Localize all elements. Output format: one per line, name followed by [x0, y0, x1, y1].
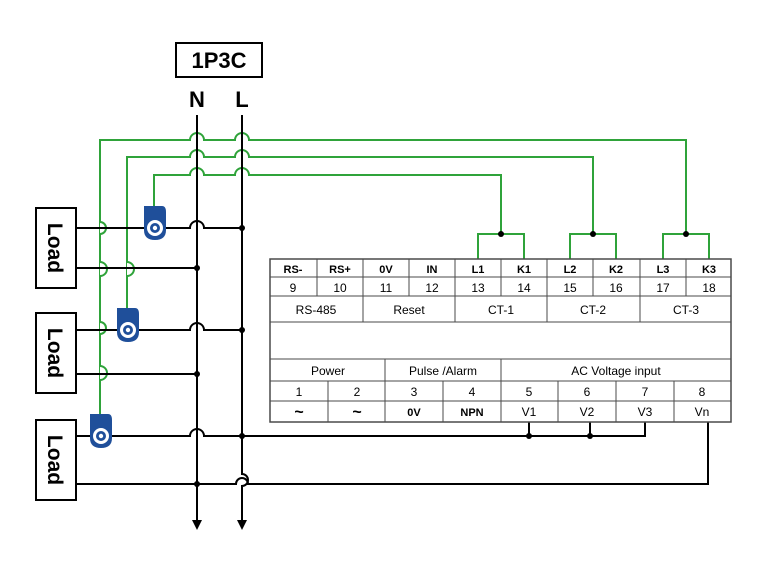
terminal-number: 5	[526, 385, 533, 399]
load-label-3: Load	[43, 435, 66, 485]
group-label: AC Voltage input	[571, 364, 661, 378]
terminal-name: RS-	[284, 264, 303, 276]
terminal-block: RS- RS+ 0V IN L1 K1 L2 K2 L3 K3 9 10 11 …	[269, 258, 732, 423]
load-wires	[77, 220, 709, 485]
load-label-2: Load	[43, 328, 66, 378]
terminal-number: 9	[290, 281, 297, 295]
terminal-name: ~	[294, 404, 303, 421]
neutral-label: N	[189, 87, 205, 112]
terminal-number: 2	[354, 385, 361, 399]
ct-sensor-icon	[90, 414, 112, 448]
group-label: Reset	[393, 303, 425, 317]
terminal-number: 8	[699, 385, 706, 399]
terminal-name: V1	[522, 405, 537, 419]
terminal-number: 3	[411, 385, 418, 399]
terminal-name: V2	[580, 405, 595, 419]
terminal-number: 11	[380, 281, 393, 295]
diagram-title: 1P3C	[191, 48, 246, 73]
terminal-name: IN	[427, 264, 438, 276]
ct-sensor-icon	[144, 206, 166, 240]
ct-fork-dots	[498, 231, 689, 237]
terminal-name: L3	[657, 264, 670, 276]
terminal-name: V3	[638, 405, 653, 419]
terminal-name: 0V	[379, 264, 393, 276]
terminal-name: K2	[609, 264, 623, 276]
terminal-number: 15	[563, 281, 577, 295]
group-label: RS-485	[296, 303, 337, 317]
group-label: CT-1	[488, 303, 514, 317]
live-label: L	[235, 87, 248, 112]
load-label-1: Load	[43, 223, 66, 273]
terminal-number: 7	[642, 385, 649, 399]
group-label: Power	[311, 364, 345, 378]
green-crossovers	[99, 221, 135, 381]
terminal-name: K3	[702, 264, 716, 276]
terminal-name: ~	[352, 404, 361, 421]
terminal-name: 0V	[407, 407, 421, 419]
terminal-number: 10	[333, 281, 347, 295]
group-label: CT-2	[580, 303, 606, 317]
title-box: 1P3C	[175, 42, 263, 78]
terminal-number: 16	[609, 281, 623, 295]
group-label: CT-3	[673, 303, 699, 317]
terminal-number: 18	[702, 281, 716, 295]
ct-wires	[99, 132, 710, 415]
terminal-number: 4	[469, 385, 476, 399]
terminal-number: 12	[425, 281, 439, 295]
terminal-number: 6	[584, 385, 591, 399]
terminal-name: Vn	[695, 405, 710, 419]
load-box-1: Load	[35, 207, 77, 289]
terminal-name: K1	[517, 264, 531, 276]
main-lines	[192, 115, 249, 530]
terminal-number: 17	[656, 281, 670, 295]
terminal-name: NPN	[460, 407, 483, 419]
terminal-name: L2	[564, 264, 577, 276]
terminal-number: 14	[517, 281, 531, 295]
junction-dots	[194, 225, 593, 487]
load-box-3: Load	[35, 419, 77, 501]
terminal-number: 1	[296, 385, 303, 399]
ct-sensor-icon	[117, 308, 139, 342]
terminal-name: RS+	[329, 264, 351, 276]
load-box-2: Load	[35, 312, 77, 394]
group-label: Pulse /Alarm	[409, 364, 477, 378]
terminal-name: L1	[472, 264, 485, 276]
terminal-number: 13	[471, 281, 485, 295]
